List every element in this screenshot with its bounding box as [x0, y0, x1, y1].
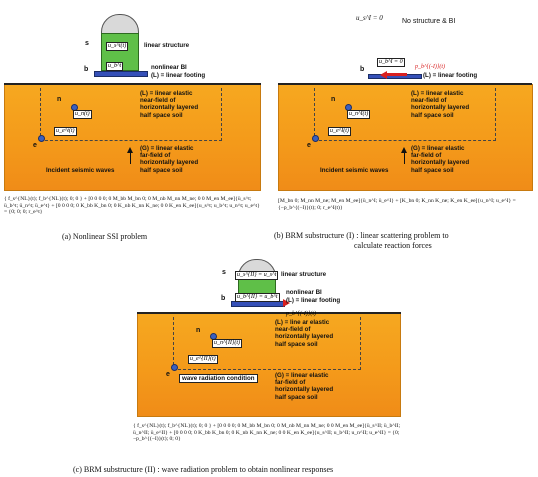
- panel-b-incident: Incident seismic waves: [320, 167, 389, 174]
- panel-c-n-letter: n: [196, 327, 201, 334]
- panel-a-b-letter: b: [84, 66, 89, 73]
- panel-a-e-letter: e: [33, 142, 37, 149]
- panel-c-linear-structure: linear structure: [281, 271, 327, 278]
- panel-b-red-arrow-body: [387, 73, 407, 76]
- panel-c-e-letter: e: [166, 371, 170, 378]
- panel-a-equation: { f_s^{NL}(t); f_b^{NL}(t); 0; 0 } + [0 …: [4, 196, 260, 216]
- panel-c-red-arrow-head: [283, 299, 290, 307]
- panel-c: u_s^{II} = u_s^t u_b^{II} = u_b^t s b li…: [73, 255, 405, 477]
- panel-a-ue-label: u_e^t(t): [54, 127, 77, 136]
- panel-a-linear-structure: linear structure: [144, 42, 190, 49]
- panel-b-incident-arrow-line: [404, 152, 405, 164]
- panel-b-pb-label: p_b^{(-I)}(t): [415, 64, 445, 70]
- panel-b-caption-2: calculate reaction forces: [354, 241, 432, 250]
- panel-b-red-arrow-head: [380, 71, 387, 79]
- panel-c-caption: (c) BRM substructure (II) : wave radiati…: [73, 465, 334, 474]
- panel-a-far-field: (G) = linear elastic far-field of horizo…: [140, 145, 199, 174]
- panel-c-ue-label: u_e^{II}(t): [188, 355, 218, 364]
- panel-b-us-zero: u_s^I = 0: [356, 14, 383, 22]
- panel-a-caption: (a) Nonlinear SSI problem: [62, 232, 148, 241]
- panel-a: u_s^t(t) u_b^t s b linear structure nonl…: [0, 0, 265, 245]
- panel-b-equation: [M_bn 0; M_nn M_ne; M_en M_ee]{ü_n^I; ü_…: [278, 198, 516, 211]
- panel-b-far-field: (G) = linear elastic far-field of horizo…: [411, 145, 470, 174]
- panel-a-nonlinear-bi: nonlinear BI: [151, 64, 187, 71]
- panel-a-un-label: u_n(t): [73, 110, 92, 119]
- panel-c-e-node: [171, 364, 178, 371]
- panel-b-incident-arrow-head: [401, 147, 407, 153]
- panel-a-linear-footing: (L) = linear footing: [151, 72, 206, 79]
- panel-b-e-node: [312, 135, 319, 142]
- panel-c-b-letter: b: [221, 295, 226, 302]
- panel-c-wave-radiation: wave radiation condition: [179, 374, 258, 384]
- panel-a-ub-label: u_b^t: [106, 62, 124, 71]
- panel-a-soil: [4, 84, 261, 191]
- panel-c-near-field-boundary: [173, 317, 361, 370]
- panel-b-no-structure: No structure & BI: [402, 18, 456, 25]
- panel-a-us-label: u_s^t(t): [106, 42, 129, 51]
- panel-a-s-letter: s: [85, 40, 89, 47]
- panel-b-soil: [278, 84, 533, 191]
- panel-c-nonlinear-bi: nonlinear BI: [286, 289, 322, 296]
- panel-c-near-field: (L) = line ar elastic near-field of hori…: [275, 319, 334, 348]
- panel-b-near-field: (L) = linear elastic near-field of horiz…: [411, 90, 470, 119]
- panel-b-linear-footing: (L) = linear footing: [423, 72, 478, 79]
- panel-a-near-field: (L) = linear elastic near-field of horiz…: [140, 90, 199, 119]
- panel-c-pb-label: p_b^{(-I)}(t): [286, 311, 316, 317]
- panel-a-e-node: [38, 135, 45, 142]
- panel-a-incident: Incident seismic waves: [46, 167, 115, 174]
- panel-b-ground-line: [278, 83, 532, 85]
- panel-b-n-letter: n: [331, 96, 336, 103]
- panel-a-incident-arrow-line: [130, 152, 131, 164]
- panel-b-ub-zero: u_b^I = 0: [377, 58, 405, 67]
- panel-b-near-field-boundary: [314, 88, 496, 141]
- panel-a-ground-line: [4, 83, 261, 85]
- panel-b-b-letter: b: [360, 66, 365, 73]
- panel-c-un-label: u_n^{II}(t): [212, 339, 242, 348]
- panel-b-e-letter: e: [307, 142, 311, 149]
- panel-a-n-letter: n: [57, 96, 62, 103]
- panel-c-s-letter: s: [222, 269, 226, 276]
- panel-b: u_s^I = 0 No structure & BI u_b^I = 0 b …: [272, 0, 538, 250]
- panel-c-us-label: u_s^{II} = u_s^t: [235, 271, 279, 280]
- panel-c-far-field: (G) = linear elastic far-field of horizo…: [275, 372, 334, 401]
- panel-b-un-label: u_n^I(t): [347, 110, 371, 119]
- panel-a-incident-arrow-head: [127, 147, 133, 153]
- panel-a-near-field-boundary: [40, 88, 222, 141]
- panel-a-footing: [94, 71, 148, 77]
- panel-c-linear-footing: (L) = linear footing: [286, 297, 341, 304]
- panel-b-caption-1: (b) BRM substructure (I) : linear scatte…: [274, 231, 449, 240]
- panel-c-ub-label: u_b^{II} = u_b^t: [235, 293, 280, 302]
- panel-c-ground-line: [137, 312, 401, 314]
- panel-c-soil: [137, 313, 401, 417]
- panel-b-ue-label: u_e^I(t): [328, 127, 351, 136]
- panel-c-equation: { f_s^{NL}(t); f_b^{NL}(t); 0; 0 } + [0 …: [133, 423, 401, 443]
